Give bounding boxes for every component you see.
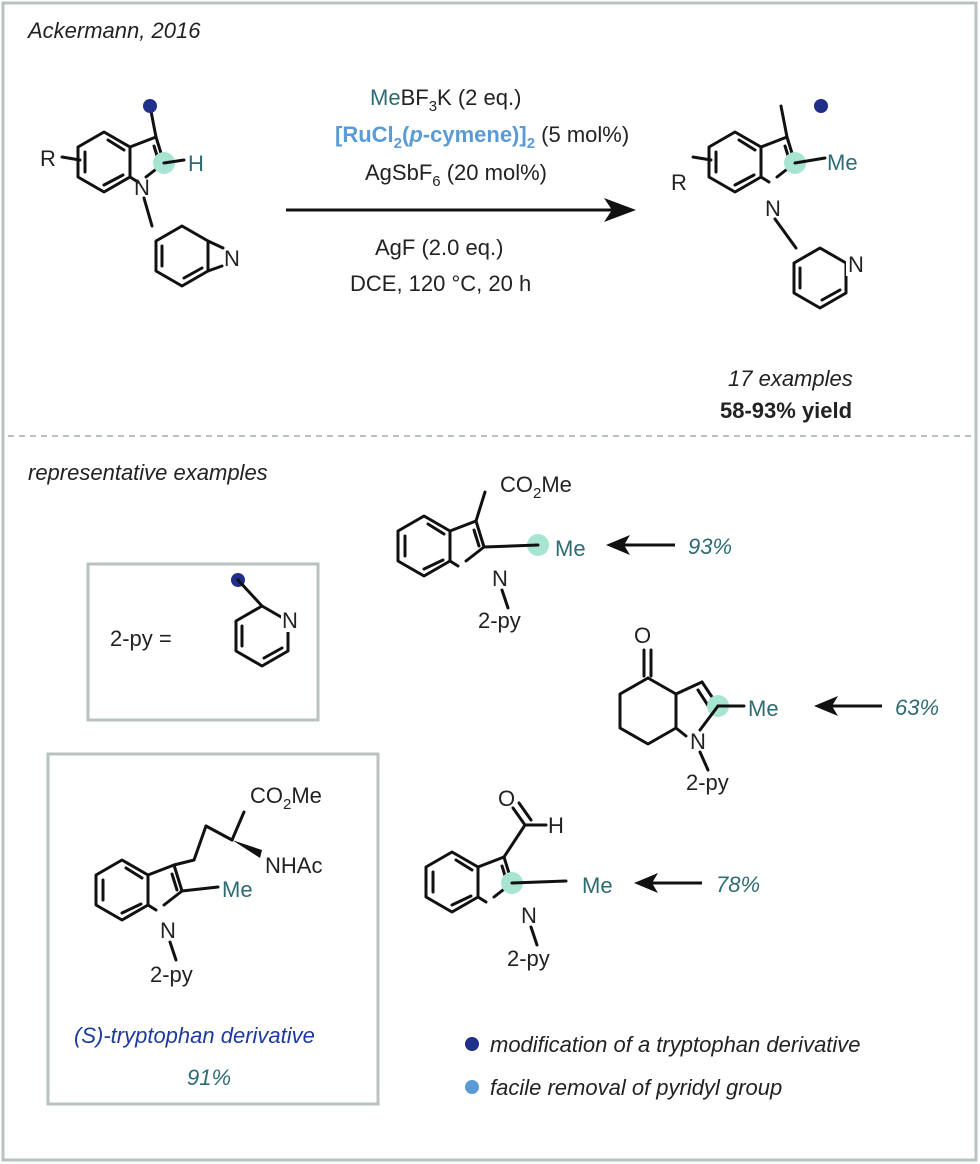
- example-3-n-label: N: [521, 903, 537, 928]
- product-me-label: Me: [827, 150, 858, 175]
- example-3-py-label: 2-py: [507, 946, 550, 971]
- product-r-label: R: [671, 170, 687, 195]
- example-2-yield: 63%: [895, 695, 939, 720]
- condition-line-2: [RuCl2(p-cymene)]2 (5 mol%): [335, 122, 629, 152]
- example-2-me-label: Me: [748, 696, 779, 721]
- legend-text-pyridyl-removal: facile removal of pyridyl group: [490, 1075, 782, 1100]
- example-1-yield: 93%: [688, 534, 732, 559]
- substrate-pyridine-n-label: N: [224, 246, 240, 271]
- trp-ester-label: CO2Me: [250, 783, 322, 813]
- product-n-label: N: [765, 196, 781, 221]
- py-definition: 2-py = N: [110, 573, 301, 668]
- example-1-me-label: Me: [555, 536, 586, 561]
- representative-examples-heading: representative examples: [28, 460, 268, 485]
- example-2-o-label: O: [634, 623, 651, 648]
- trp-yield: 91%: [187, 1065, 231, 1090]
- trp-caption: (S)-tryptophan derivative: [74, 1023, 315, 1048]
- py-definition-n-label: N: [282, 608, 298, 633]
- condition-line-3: AgSbF6 (20 mol%): [365, 160, 547, 190]
- tryptophan-box: [46, 752, 380, 1106]
- substrate-h-label: H: [188, 151, 204, 176]
- example-1-ester-label: CO2Me: [500, 472, 572, 502]
- product-tryptophan-marker-dot: [814, 99, 828, 113]
- condition-line-4: AgF (2.0 eq.): [375, 235, 503, 260]
- trp-n-label: N: [160, 918, 176, 943]
- example-2-py-label: 2-py: [686, 770, 729, 795]
- example-1-py-label: 2-py: [478, 608, 521, 633]
- example-1-structure: CO2Me Me N 2-py: [396, 472, 586, 633]
- examples-count: 17 examples: [728, 366, 853, 391]
- legend-dot-tryptophan: [465, 1037, 479, 1051]
- product-structure: Me R N N: [671, 99, 866, 310]
- trp-py-label: 2-py: [150, 962, 193, 987]
- legend: modification of a tryptophan derivative …: [465, 1032, 861, 1100]
- substrate-structure: H R N N: [40, 99, 242, 288]
- tryptophan-structure: CO2Me NHAc Me N 2-py: [94, 783, 322, 987]
- trp-me-label: Me: [222, 877, 253, 902]
- example-1-n-label: N: [492, 566, 508, 591]
- product-pyridine-n-label: N: [848, 252, 864, 277]
- trp-amide-label: NHAc: [265, 853, 322, 878]
- reaction-conditions: MeBF3K (2 eq.) [RuCl2(p-cymene)]2 (5 mol…: [286, 85, 636, 296]
- example-3-h-label: H: [548, 813, 564, 838]
- legend-text-tryptophan: modification of a tryptophan derivative: [490, 1032, 861, 1057]
- substrate-n-label: N: [134, 175, 150, 200]
- example-3-yield: 78%: [716, 872, 760, 897]
- tryptophan-marker-dot: [143, 99, 157, 113]
- condition-line-5: DCE, 120 °C, 20 h: [350, 271, 531, 296]
- py-definition-label: 2-py =: [110, 626, 172, 651]
- condition-line-1: MeBF3K (2 eq.): [370, 85, 521, 115]
- yield-range: 58-93% yield: [720, 398, 852, 423]
- example-3-me-label: Me: [582, 873, 613, 898]
- reaction-arrow-head: [604, 198, 636, 222]
- legend-dot-pyridyl-removal: [465, 1080, 479, 1094]
- example-2-n-label: N: [690, 729, 706, 754]
- example-2-structure: O Me N 2-py: [618, 623, 779, 795]
- py-definition-box: [86, 562, 320, 722]
- substrate-r-label: R: [40, 146, 56, 171]
- example-3-structure: O H Me N 2-py: [424, 786, 613, 971]
- citation-text: Ackermann, 2016: [26, 18, 201, 43]
- example-3-o-label: O: [498, 786, 515, 811]
